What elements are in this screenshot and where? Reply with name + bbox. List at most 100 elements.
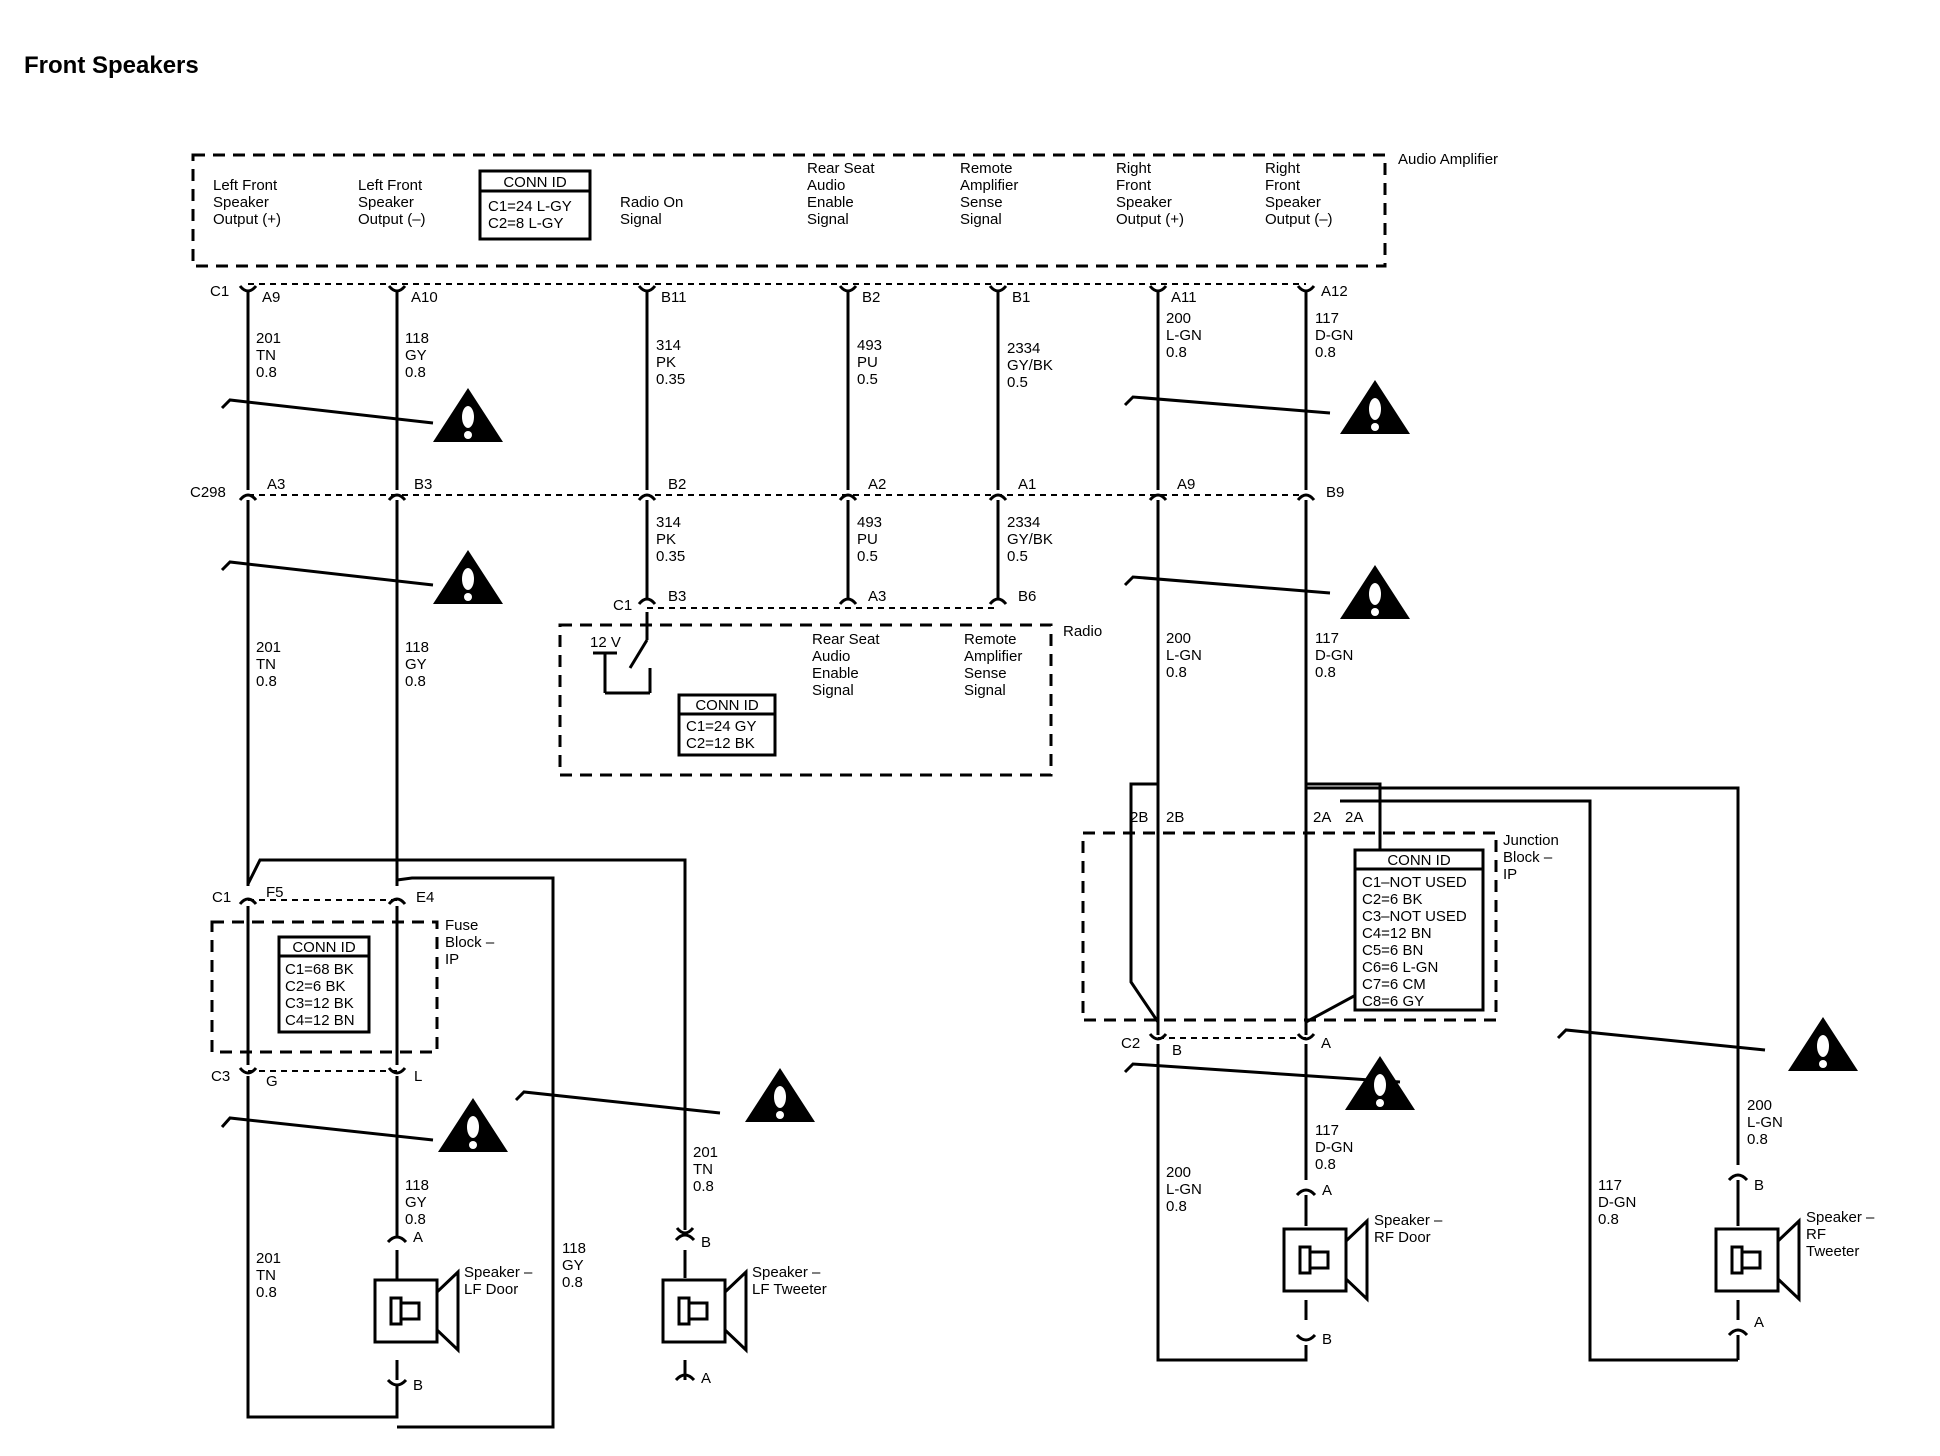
radio-outline <box>558 623 1053 777</box>
pin-id: A12 <box>1321 283 1348 300</box>
speaker-lf-door: A B Speaker –LF Door <box>373 1229 533 1394</box>
pin-id: 2A <box>1345 809 1363 826</box>
pin-id: B2 <box>862 289 880 306</box>
connector-label: C2 <box>1121 1035 1140 1052</box>
conn-id-row: C7=6 CM <box>1362 976 1426 993</box>
pin-id: A3 <box>868 588 886 605</box>
terminal-marks <box>238 285 1316 1235</box>
pin-id: A3 <box>267 476 285 493</box>
pin-id: G <box>266 1073 278 1090</box>
pin-id: B3 <box>414 476 432 493</box>
pin-id: A <box>1754 1314 1764 1331</box>
pin-id: B <box>1172 1042 1182 1059</box>
connector-label: C3 <box>211 1068 230 1085</box>
warning-icon <box>433 550 503 604</box>
conn-id-row: C5=6 BN <box>1362 942 1423 959</box>
pin-id: A <box>1321 1035 1331 1052</box>
pin-id: A <box>701 1370 711 1387</box>
radio-conn-id-table: CONN ID C1=24 GY C2=12 BK <box>677 693 777 757</box>
pin-id: A1 <box>1018 476 1036 493</box>
conn-id-header: CONN ID <box>503 174 567 191</box>
pin-id: B <box>701 1234 711 1251</box>
audio-amplifier: Audio Amplifier CONN ID C1=24 L-GY C2=8 … <box>191 151 1498 306</box>
junction-block-outline <box>1081 831 1498 1022</box>
pin-id: A <box>1322 1182 1332 1199</box>
pin-id: A9 <box>1177 476 1195 493</box>
conn-id-row: C2=8 L-GY <box>488 215 563 232</box>
warning-icon <box>1340 380 1410 434</box>
speaker-lf-tweeter: B A Speaker –LF Tweeter <box>661 1233 827 1387</box>
speaker-rf-door: A B Speaker –RF Door <box>1282 1182 1443 1348</box>
conn-id-header: CONN ID <box>695 697 759 714</box>
pin-id: A11 <box>1171 289 1197 306</box>
pin-id: B2 <box>668 476 686 493</box>
conn-id-row: C2=12 BK <box>686 735 755 752</box>
conn-id-row: C1=24 L-GY <box>488 198 572 215</box>
twisted-pair-marks <box>220 395 1766 1142</box>
conn-id-row: C6=6 L-GN <box>1362 959 1438 976</box>
conn-id-row: C8=6 GY <box>1362 993 1424 1010</box>
warning-icon <box>745 1068 815 1122</box>
conn-id-row: C2=6 BK <box>1362 891 1422 908</box>
pin-id: B6 <box>1018 588 1036 605</box>
pin-id: B <box>1322 1331 1332 1348</box>
pin-id: B3 <box>668 588 686 605</box>
pin-id: B9 <box>1326 484 1344 501</box>
conn-id-header: CONN ID <box>292 939 356 956</box>
conn-id-row: C3=12 BK <box>285 995 354 1012</box>
audio-amplifier-outline <box>191 153 1387 268</box>
pin-id: B11 <box>661 289 687 306</box>
pin-id: A2 <box>868 476 886 493</box>
fuse-block-outline <box>210 920 439 1054</box>
amplifier-conn-id-table: CONN ID C1=24 L-GY C2=8 L-GY <box>478 169 592 241</box>
voltage-label: 12 V <box>590 634 621 651</box>
speaker-label: Speaker –LF Tweeter <box>752 1264 827 1298</box>
pin-id: B <box>1754 1177 1764 1194</box>
conn-id-row: C4=12 BN <box>285 1012 355 1029</box>
connector-label: C1 <box>210 283 229 300</box>
pin-id: 2A <box>1313 809 1331 826</box>
warning-icon <box>438 1098 508 1152</box>
radio-label: Radio <box>1063 623 1102 640</box>
vertical-wires <box>246 290 1308 886</box>
pin-id: A <box>413 1229 423 1246</box>
warning-icon <box>433 388 503 442</box>
conn-id-row: C1=68 BK <box>285 961 354 978</box>
connector-label: C1 <box>613 597 632 614</box>
pin-id: A9 <box>262 289 280 306</box>
pin-id: 2B <box>1130 809 1148 826</box>
junction-block-conn-id-table: CONN ID C1–NOT USED C2=6 BK C3–NOT USED … <box>1353 848 1485 1012</box>
pin-id: A10 <box>411 289 438 306</box>
conn-id-row: C1=24 GY <box>686 718 756 735</box>
